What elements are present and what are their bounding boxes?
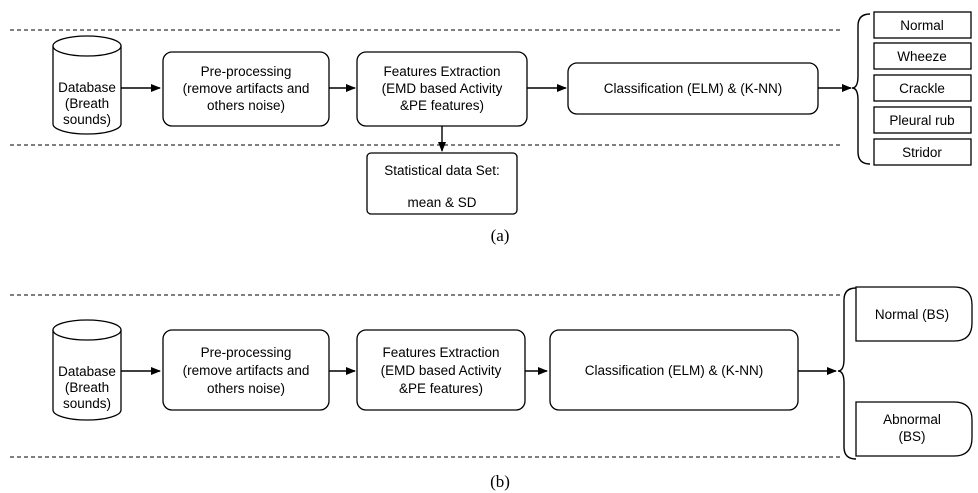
svg-text:Abnormal: Abnormal — [883, 412, 941, 427]
database-label-2: (Breath — [65, 96, 109, 111]
features-label-3: &PE features) — [399, 381, 483, 396]
features-box-a: Features Extraction (EMD based Activity … — [356, 51, 528, 127]
database-label-1: Database — [58, 80, 116, 95]
preprocessing-box-b: Pre-processing (remove artifacts and oth… — [162, 329, 330, 411]
svg-text:Pleural rub: Pleural rub — [889, 113, 954, 128]
classification-box-b: Classification (ELM) & (K-NN) — [549, 329, 799, 411]
database-cylinder-b: Database (Breath sounds) — [52, 319, 122, 421]
output-brace-b — [837, 287, 857, 460]
output-class-stridor: Stridor — [873, 138, 972, 166]
database-label-1: Database — [58, 364, 116, 379]
statistical-label-2: mean & SD — [407, 195, 476, 210]
output-class-crackle: Crackle — [873, 74, 972, 102]
preprocessing-label-2: (remove artifacts and — [183, 81, 310, 96]
database-label-2: (Breath — [65, 380, 109, 395]
panel-b: Database (Breath sounds) Pre-processing … — [10, 286, 973, 491]
svg-text:Normal: Normal — [900, 18, 944, 33]
svg-text:Stridor: Stridor — [902, 145, 942, 160]
output-class-pleural-rub: Pleural rub — [873, 106, 972, 134]
output-class-wheeze: Wheeze — [873, 42, 972, 70]
classification-label-a: Classification (ELM) & (K-NN) — [604, 81, 783, 96]
classification-label-b: Classification (ELM) & (K-NN) — [585, 363, 764, 378]
output-class-normal: Normal — [873, 11, 972, 39]
svg-text:Normal (BS): Normal (BS) — [875, 307, 949, 322]
preprocessing-label-3: others noise) — [207, 98, 285, 113]
features-label-2: (EMD based Activity — [381, 363, 502, 378]
caption-b: (b) — [490, 472, 510, 491]
preprocessing-label-1: Pre-processing — [201, 345, 292, 360]
preprocessing-label-1: Pre-processing — [201, 64, 292, 79]
svg-text:Wheeze: Wheeze — [897, 49, 947, 64]
database-label-3: sounds) — [63, 396, 111, 411]
output-class-normal-bs: Normal (BS) — [855, 286, 973, 342]
panel-a: Database (Breath sounds) Pre-processing … — [10, 11, 972, 245]
features-box-b: Features Extraction (EMD based Activity … — [356, 329, 526, 411]
classification-box-a: Classification (ELM) & (K-NN) — [567, 62, 819, 115]
features-label-3: &PE features) — [400, 98, 484, 113]
svg-text:(BS): (BS) — [899, 429, 926, 444]
preprocessing-label-3: others noise) — [207, 381, 285, 396]
database-cylinder-a: Database (Breath sounds) — [52, 35, 122, 135]
features-label-2: (EMD based Activity — [382, 81, 503, 96]
svg-text:Crackle: Crackle — [899, 81, 945, 96]
features-label-1: Features Extraction — [382, 345, 499, 360]
statistical-label-1: Statistical data Set: — [384, 163, 500, 178]
statistical-box-a: Statistical data Set: mean & SD — [366, 152, 518, 215]
output-class-abnormal-bs: Abnormal (BS) — [855, 401, 973, 457]
database-label-3: sounds) — [63, 112, 111, 127]
caption-a: (a) — [491, 226, 510, 245]
output-brace-a — [851, 13, 871, 165]
features-label-1: Features Extraction — [383, 64, 500, 79]
preprocessing-box-a: Pre-processing (remove artifacts and oth… — [162, 51, 330, 127]
preprocessing-label-2: (remove artifacts and — [183, 363, 310, 378]
